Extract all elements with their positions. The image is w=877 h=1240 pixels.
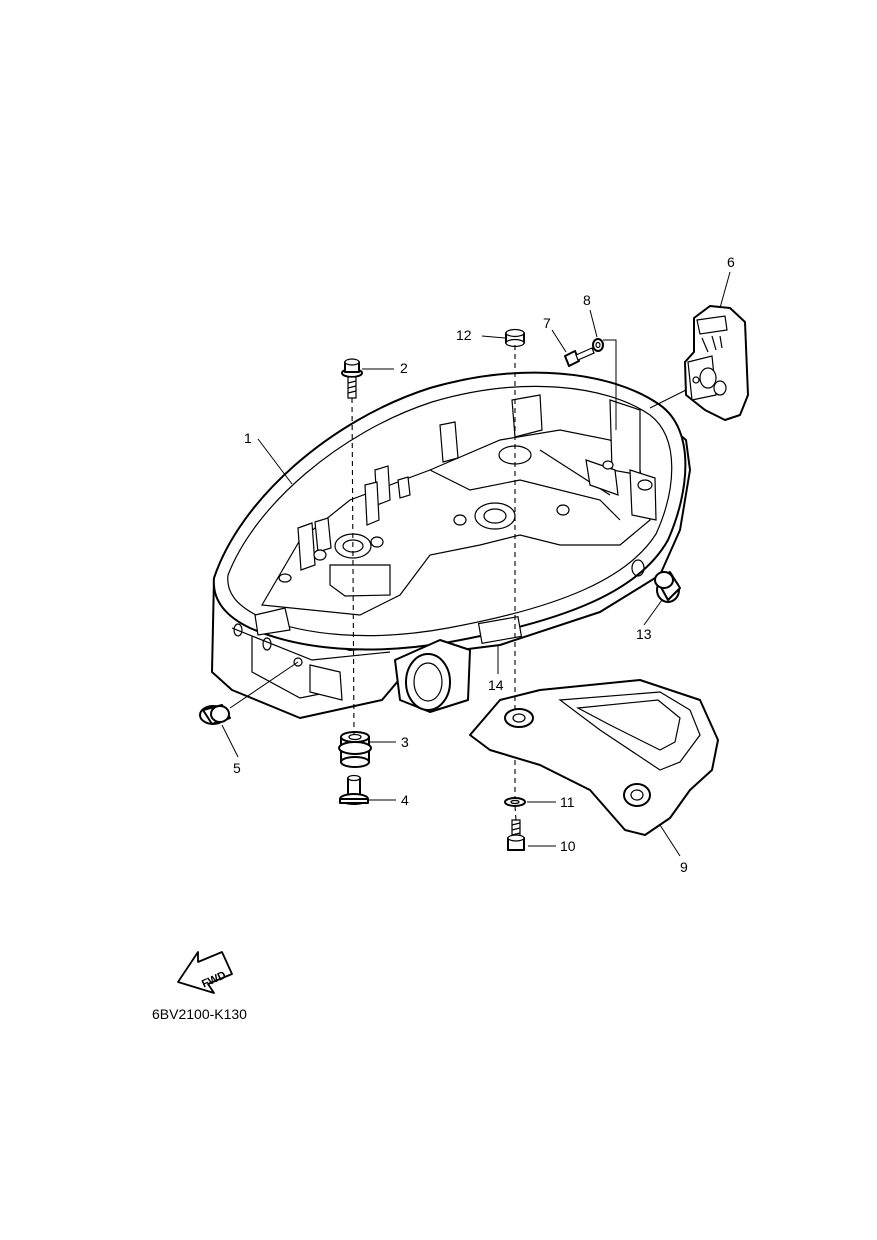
callout-8: 8 [583, 292, 591, 308]
washer-part-8 [592, 338, 604, 352]
bolt-part-2 [341, 358, 363, 399]
handle-part-9 [469, 679, 719, 836]
bolt-part-10 [507, 819, 525, 851]
callout-5: 5 [233, 760, 241, 776]
leader-lines [221, 271, 731, 857]
plug-part-13 [654, 571, 681, 603]
callout-7: 7 [543, 315, 551, 331]
bracket-part-6 [684, 305, 749, 421]
bottom-cowling [211, 371, 691, 719]
washer-part-11 [504, 797, 526, 807]
collar-part-4 [339, 774, 369, 805]
callout-10: 10 [560, 838, 576, 854]
callout-9: 9 [680, 859, 688, 875]
assembly-lines [351, 339, 617, 821]
figure-code: 6BV2100-K130 [152, 1006, 247, 1022]
grommet-part-3 [338, 731, 372, 768]
callout-6: 6 [727, 254, 735, 270]
callout-13: 13 [636, 626, 652, 642]
callout-14: 14 [488, 677, 504, 693]
bolt-part-7 [564, 347, 595, 367]
callout-3: 3 [401, 734, 409, 750]
callout-12: 12 [456, 327, 472, 343]
callout-1: 1 [244, 430, 252, 446]
fwd-arrow-icon: FWD [177, 951, 233, 994]
callout-11: 11 [560, 794, 575, 810]
callout-4: 4 [401, 792, 409, 808]
nut-part-12 [505, 328, 525, 348]
callout-2: 2 [400, 360, 408, 376]
plug-part-5 [199, 704, 231, 725]
